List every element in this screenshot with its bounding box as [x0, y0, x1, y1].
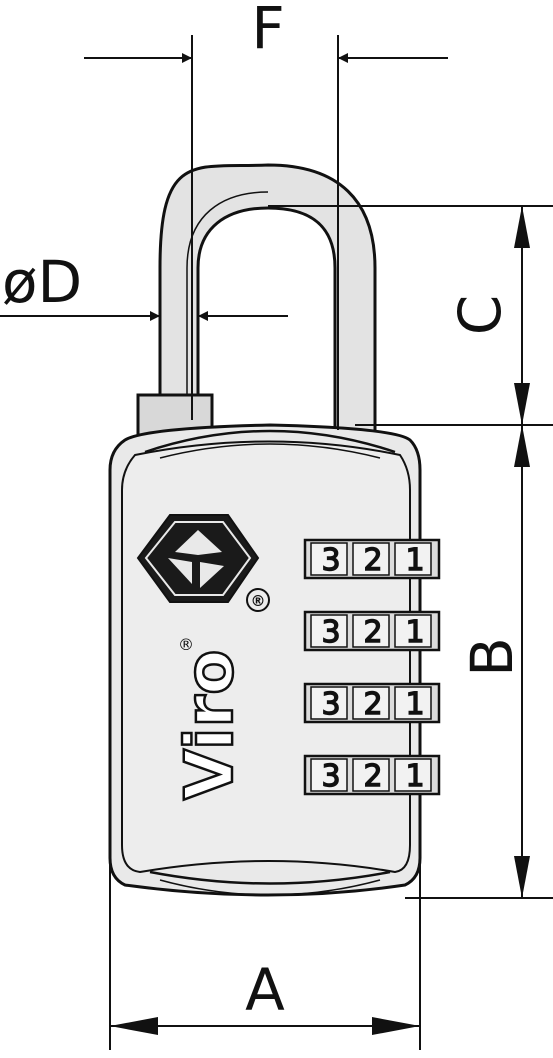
- dial-digit: 1: [405, 759, 424, 794]
- logo-diamond-left: [168, 558, 192, 584]
- dial-digit: 3: [321, 759, 340, 794]
- dial-digit: 2: [363, 687, 382, 722]
- dial-digit: 1: [405, 615, 424, 650]
- dim-c-label: C: [446, 295, 514, 336]
- dial-digit: 2: [363, 543, 382, 578]
- dial-digit: 3: [321, 543, 340, 578]
- dim-c-arrow-top: [514, 206, 530, 248]
- bottom-base: [159, 879, 381, 896]
- body-inner-face: [121, 440, 411, 874]
- dial-wheel[interactable]: [310, 614, 348, 648]
- dim-a-arrow-left: [110, 1017, 158, 1035]
- dim-b-arrow-bottom: [514, 856, 530, 898]
- dim-b-label: B: [458, 637, 526, 677]
- lock-body: [108, 423, 422, 897]
- dim-c-arrow-bottom: [514, 383, 530, 425]
- dim-a-arrow-right: [372, 1017, 420, 1035]
- dial-wheel[interactable]: [352, 758, 390, 792]
- shackle: [136, 163, 377, 441]
- logo-hex-inner: [144, 521, 252, 596]
- top-dome: [144, 429, 396, 454]
- dimension-a: A: [109, 860, 421, 1050]
- dial-wheel[interactable]: [352, 686, 390, 720]
- shackle-inner-edge: [186, 191, 269, 420]
- dim-a-label: A: [245, 956, 285, 1024]
- registered-mark-logo: ®: [251, 592, 266, 610]
- bottom-dome: [149, 870, 391, 885]
- dial-wheel[interactable]: [310, 758, 348, 792]
- hexagon-logo: [136, 514, 260, 603]
- dimension-c: C: [268, 205, 553, 426]
- dial-digit: 3: [321, 687, 340, 722]
- top-dome-inner: [159, 443, 381, 459]
- dial-wheel[interactable]: [352, 614, 390, 648]
- dial-wheel[interactable]: [352, 542, 390, 576]
- dial-digit: 2: [363, 615, 382, 650]
- dial-wheel[interactable]: [394, 758, 432, 792]
- registered-mark-circle: [246, 588, 270, 612]
- dim-f-label: F: [251, 0, 284, 62]
- dimension-d: øD: [0, 248, 288, 321]
- brand-name: Viro: [171, 650, 248, 800]
- dial-digit: 2: [363, 759, 382, 794]
- dial-wheel[interactable]: [394, 542, 432, 576]
- brand-registered-mark: ®: [178, 635, 194, 654]
- dial-wheel[interactable]: [394, 614, 432, 648]
- dial-wheel[interactable]: [310, 542, 348, 576]
- dimension-b: B: [405, 425, 553, 899]
- dim-b-arrow-top: [514, 425, 530, 467]
- dial-digit: 1: [405, 687, 424, 722]
- dial-digit: 3: [321, 615, 340, 650]
- dial-wheel[interactable]: [394, 686, 432, 720]
- logo-hex-outer: [136, 514, 260, 603]
- logo-diamond-top: [175, 530, 222, 555]
- dim-d-label: øD: [2, 248, 82, 316]
- dimension-f: F: [84, 0, 448, 430]
- dial-digit: 1: [405, 543, 424, 578]
- dial-wheel[interactable]: [310, 686, 348, 720]
- logo-diamond-bottom: [200, 562, 224, 588]
